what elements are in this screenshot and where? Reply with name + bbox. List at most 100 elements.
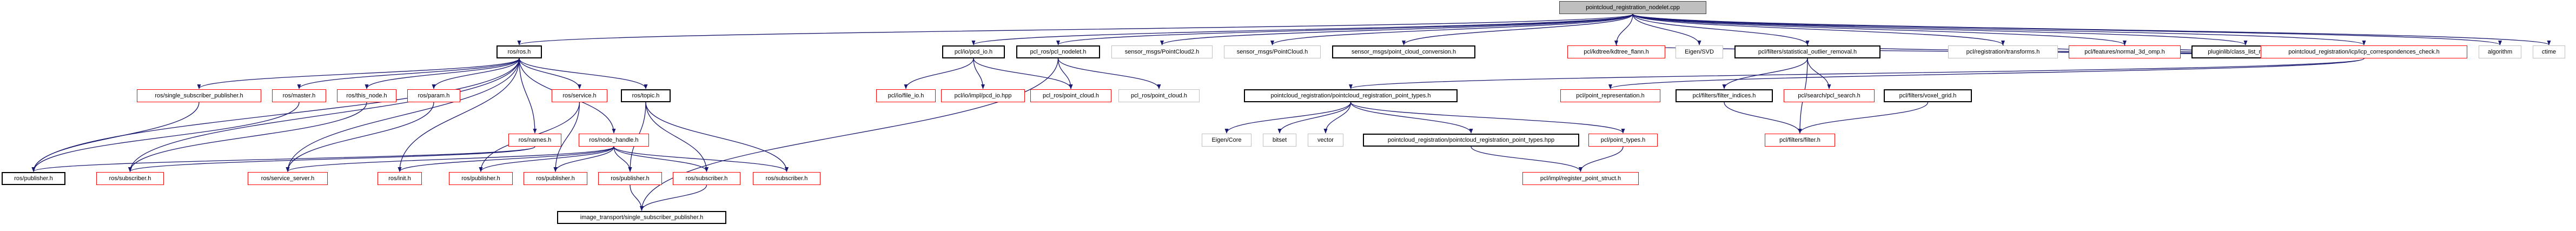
edge xyxy=(128,102,367,172)
edge xyxy=(1323,102,1352,134)
graph-node-pointcloud-registration-pointcloud-registration-point-types-h[interactable]: pointcloud_registration/pointcloud_regis… xyxy=(1244,89,1458,102)
graph-node-pointcloud-registration-pointcloud-registration-point-types-hpp[interactable]: pointcloud_registration/pointcloud_regis… xyxy=(1363,134,1579,147)
graph-node-ros-subscriber-h[interactable]: ros/subscriber.h xyxy=(96,172,164,185)
edge xyxy=(1350,102,1625,134)
graph-node-pcl-ros-point-cloud-h[interactable]: pcl_ros/point_cloud.h xyxy=(1030,89,1111,102)
edge xyxy=(31,58,520,172)
edge xyxy=(1632,14,2005,45)
graph-node-pointcloud-registration-icp-icp-correspondences-check-h[interactable]: pointcloud_registration/icp/icp_correspo… xyxy=(2261,45,2467,58)
graph-node-bitset[interactable]: bitset xyxy=(1263,134,1296,147)
graph-node-pcl-io-impl-pcd-io-hpp[interactable]: pcl/io/impl/pcd_io.hpp xyxy=(941,89,1025,102)
edge xyxy=(971,14,1633,45)
edge xyxy=(630,184,644,211)
edge xyxy=(398,146,614,172)
edge xyxy=(31,102,200,172)
edge xyxy=(286,58,520,172)
graph-node-ros-master-h[interactable]: ros/master.h xyxy=(272,89,326,102)
graph-node-ros-publisher-h[interactable]: ros/publisher.h xyxy=(524,172,587,185)
edge xyxy=(645,102,789,172)
graph-node-ros-param-h[interactable]: ros/param.h xyxy=(407,89,460,102)
edge xyxy=(519,58,537,134)
graph-node-ros-node-handle-h[interactable]: ros/node_handle.h xyxy=(579,134,649,147)
graph-node-ros-publisher-h[interactable]: ros/publisher.h xyxy=(449,172,513,185)
edge xyxy=(1057,58,1073,89)
edge xyxy=(1798,102,1929,134)
edge xyxy=(613,146,632,172)
graph-node-ros-topic-h[interactable]: ros/topic.h xyxy=(621,89,671,102)
edge xyxy=(1057,58,1161,89)
graph-node-pcl-features-normal-3d-omp-h[interactable]: pcl/features/normal_3d_omp.h xyxy=(2069,45,2181,58)
graph-node-pcl-impl-register-point-struct-h[interactable]: pcl/impl/register_point_struct.h xyxy=(1522,172,1639,185)
edge xyxy=(1632,14,2551,45)
edge xyxy=(398,58,520,172)
edge xyxy=(1471,146,1582,172)
edge xyxy=(904,58,974,89)
graph-node-pcl-point-types-h[interactable]: pcl/point_types.h xyxy=(1588,134,1658,147)
graph-node-pcl-filters-voxel-grid-h[interactable]: pcl/filters/voxel_grid.h xyxy=(1884,89,1972,102)
edge xyxy=(553,146,614,172)
graph-node-sensor-msgs-point-cloud-conversion-h[interactable]: sensor_msgs/point_cloud_conversion.h xyxy=(1332,45,1475,58)
graph-node-ros-subscriber-h[interactable]: ros/subscriber.h xyxy=(753,172,820,185)
edge xyxy=(1632,14,2248,45)
edge xyxy=(1402,14,1633,45)
edge xyxy=(973,58,985,89)
edge xyxy=(1632,14,2502,45)
edge xyxy=(1632,14,2366,45)
edge xyxy=(31,102,300,172)
graph-node-sensor-msgs-pointcloud2-h[interactable]: sensor_msgs/PointCloud2.h xyxy=(1111,45,1213,58)
graph-node-pcl-search-pcl-search-h[interactable]: pcl/search/pcl_search.h xyxy=(1784,89,1875,102)
edge xyxy=(645,102,708,172)
edge xyxy=(1350,102,1473,134)
edge xyxy=(1579,146,1624,172)
edge xyxy=(1722,58,1808,89)
graph-node-image-transport-single-subscriber-publisher-h[interactable]: image_transport/single_subscriber_publis… xyxy=(557,211,726,224)
edge xyxy=(1349,58,2365,89)
graph-node-ros-service-h[interactable]: ros/service.h xyxy=(552,89,607,102)
graph-node-pointcloud-registration-nodelet-cpp[interactable]: pointcloud_registration_nodelet.cpp xyxy=(1559,1,1706,14)
graph-node-pcl-ros-pcl-nodelet-h[interactable]: pcl_ros/pcl_nodelet.h xyxy=(1016,45,1100,58)
graph-node-ros-this-node-h[interactable]: ros/this_node.h xyxy=(337,89,396,102)
edge xyxy=(128,146,535,172)
edge xyxy=(1270,14,1633,45)
graph-node-pcl-filters-filter-indices-h[interactable]: pcl/filters/filter_indices.h xyxy=(1676,89,1773,102)
graph-node-eigen-core[interactable]: Eigen/Core xyxy=(1202,134,1251,147)
graph-node-ros-subscriber-h[interactable]: ros/subscriber.h xyxy=(673,172,740,185)
graph-node-algorithm[interactable]: algorithm xyxy=(2479,45,2521,58)
edge xyxy=(365,58,520,89)
graph-node-ros-ros-h[interactable]: ros/ros.h xyxy=(496,45,542,58)
graph-node-ros-init-h[interactable]: ros/init.h xyxy=(378,172,422,185)
edge xyxy=(286,102,434,172)
graph-node-eigen-svd[interactable]: Eigen/SVD xyxy=(1676,45,1723,58)
graph-node-ros-publisher-h[interactable]: ros/publisher.h xyxy=(2,172,65,185)
graph-node-vector[interactable]: vector xyxy=(1308,134,1343,147)
graph-node-ros-publisher-h[interactable]: ros/publisher.h xyxy=(598,172,662,185)
graph-node-sensor-msgs-pointcloud-h[interactable]: sensor_msgs/PointCloud.h xyxy=(1224,45,1321,58)
edge xyxy=(1632,14,1701,45)
graph-node-pcl-filters-statistical-outlier-removal-h[interactable]: pcl/filters/statistical_outlier_removal.… xyxy=(1734,45,1880,58)
edge xyxy=(1614,14,1633,45)
graph-node-pcl-point-representation-h[interactable]: pcl/point_representation.h xyxy=(1560,89,1660,102)
graph-node-pcl-registration-transforms-h[interactable]: pcl/registration/transforms.h xyxy=(1948,45,2058,58)
graph-node-pcl-io-pcd-io-h[interactable]: pcl/io/pcd_io.h xyxy=(942,45,1005,58)
edge xyxy=(1807,58,1831,89)
edge xyxy=(640,58,1059,211)
graph-node-ctime[interactable]: ctime xyxy=(2533,45,2565,58)
edge xyxy=(31,146,535,172)
graph-node-pcl-ros-point-cloud-h[interactable]: pcl_ros/point_cloud.h xyxy=(1118,89,1200,102)
edge xyxy=(1632,14,1810,45)
graph-node-pcl-filters-filter-h[interactable]: pcl/filters/filter.h xyxy=(1765,134,1835,147)
edge xyxy=(613,146,708,172)
graph-node-pcl-io-file-io-h[interactable]: pcl/io/file_io.h xyxy=(876,89,936,102)
edge xyxy=(286,146,614,172)
edge xyxy=(1160,14,1633,45)
edge xyxy=(479,146,614,172)
edge xyxy=(518,14,1633,45)
edge xyxy=(297,58,520,89)
graph-node-ros-single-subscriber-publisher-h[interactable]: ros/single_subscriber_publisher.h xyxy=(137,89,261,102)
graph-node-ros-service-server-h[interactable]: ros/service_server.h xyxy=(248,172,328,185)
graph-node-pcl-kdtree-kdtree-flann-h[interactable]: pcl/kdtree/kdtree_flann.h xyxy=(1567,45,1665,58)
edge xyxy=(1608,58,2365,89)
edge xyxy=(197,58,520,89)
graph-node-ros-names-h[interactable]: ros/names.h xyxy=(508,134,561,147)
